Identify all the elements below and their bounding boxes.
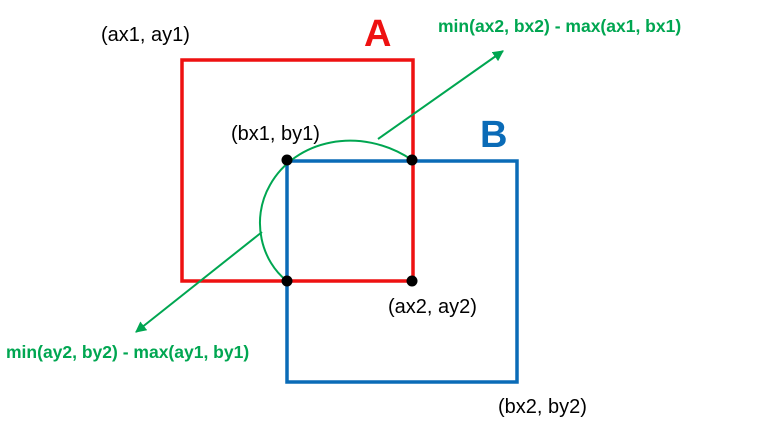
letter-a: A	[364, 13, 391, 55]
point-bx1-ay2	[281, 275, 293, 287]
point-ax2-ay2	[406, 275, 418, 287]
letter-b: B	[480, 114, 507, 156]
label-b-top-left: (bx1, by1)	[231, 123, 320, 145]
label-a-bottom-right: (ax2, ay2)	[388, 296, 477, 318]
label-b-bottom-right: (bx2, by2)	[498, 396, 587, 418]
rectangle-a	[180, 58, 415, 283]
point-bx1-by1	[281, 154, 293, 166]
point-ax2-by1	[406, 154, 418, 166]
overlap-height-formula: min(ay2, by2) - max(ay1, by1)	[6, 342, 249, 362]
overlap-arc	[258, 139, 413, 282]
overlap-width-formula: min(ax2, bx2) - max(ax1, bx1)	[438, 16, 681, 36]
label-a-top-left: (ax1, ay1)	[101, 24, 190, 46]
overlap-height-arrow	[135, 231, 263, 333]
overlap-width-arrow	[377, 50, 504, 140]
rectangle-b	[285, 159, 519, 384]
